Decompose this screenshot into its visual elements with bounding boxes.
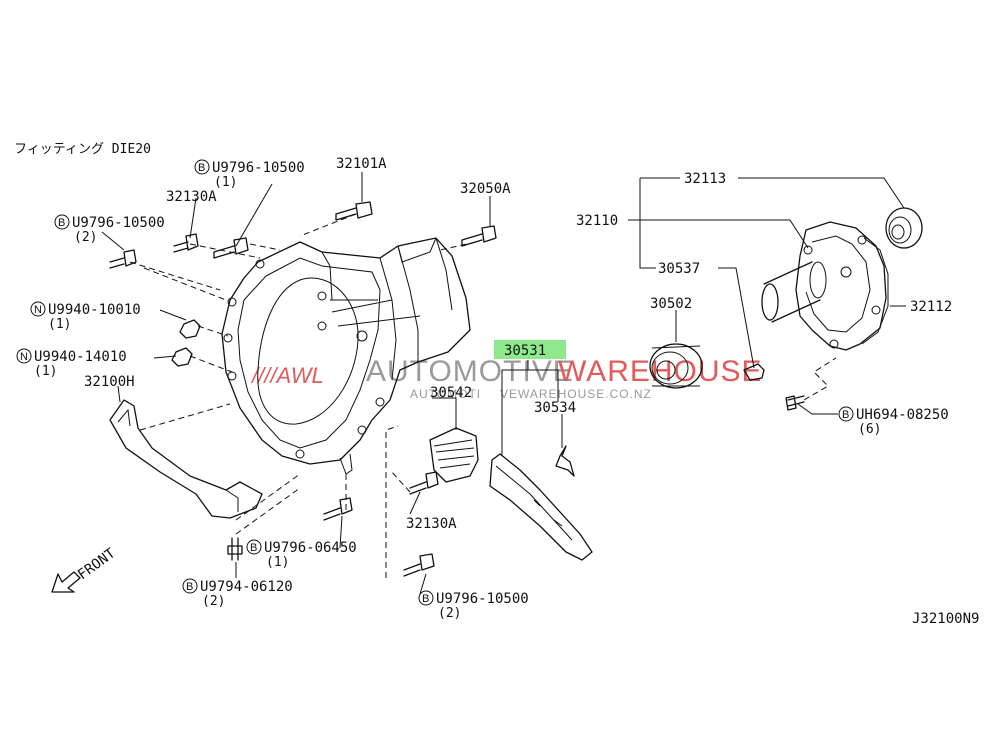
diagram-header: フィッティング DIE20 <box>14 142 151 157</box>
oil-seal-32113 <box>885 207 923 249</box>
label-30531[interactable]: 30531 <box>504 343 546 359</box>
fastener-prefix: B <box>842 409 849 421</box>
bracket-32100H <box>109 399 263 519</box>
bolt-32101A <box>335 201 373 221</box>
fastener-prefix: N <box>34 304 42 316</box>
fastener-qty: (2) <box>202 594 225 609</box>
release-lever-30531 <box>489 453 593 561</box>
watermark-url-b: VEWAREHOUSE.CO.NZ <box>500 387 652 401</box>
label-32110: 32110 <box>576 213 618 229</box>
fastener-code: U9796-06450 <box>264 540 357 556</box>
label-32130A-bottom: 32130A <box>406 516 457 532</box>
fastener-code: U9796-10500 <box>212 160 305 176</box>
fastener-u9940-14010: N U9940-14010 (1) <box>16 348 127 379</box>
fastener-qty: (6) <box>858 422 881 437</box>
clutch-housing <box>221 237 471 475</box>
label-32100H: 32100H <box>84 374 135 390</box>
watermark-brand-a: AUTOMOTIVE <box>366 355 574 388</box>
stud-lower-left <box>227 537 243 561</box>
fastener-uh694-08250: B UH694-08250 (6) <box>838 406 949 437</box>
clip-30534 <box>555 445 575 477</box>
fastener-prefix: B <box>250 542 257 554</box>
bolt-u9796-10500-bottom <box>403 553 435 577</box>
fastener-u9796-10500-c: B U9796-10500 (2) <box>418 590 529 621</box>
fastener-qty: (2) <box>438 606 461 621</box>
part-labels: 32101A 32130A 32050A 32100H 30542 30531 … <box>84 156 952 532</box>
fastener-prefix: B <box>198 162 205 174</box>
front-cover-32110 <box>761 221 887 351</box>
fastener-prefix: B <box>422 593 429 605</box>
fastener-u9794-06120: B U9794-06120 (2) <box>182 578 293 609</box>
label-32050A: 32050A <box>460 181 511 197</box>
label-30542: 30542 <box>430 385 472 401</box>
release-bearing-30502 <box>649 343 703 389</box>
bolt-32130A-top <box>173 233 199 253</box>
fastener-qty: (1) <box>34 364 57 379</box>
bolt-left-2 <box>109 249 137 269</box>
diagram-id: J32100N9 <box>912 611 979 627</box>
fastener-u9796-06450: B U9796-06450 (1) <box>246 539 357 570</box>
fastener-code: U9940-14010 <box>34 349 127 365</box>
gasket-32112 <box>861 237 889 345</box>
alignment-lines <box>129 213 477 578</box>
watermark: ////AWL AUTOMOTIVE WAREHOUSE AUTOMOTI VE… <box>250 355 762 401</box>
bolts-uh694-08250 <box>785 357 837 411</box>
fastener-qty: (1) <box>214 175 237 190</box>
bolt-30537 <box>743 363 765 381</box>
fastener-u9940-10010: N U9940-10010 (1) <box>30 301 141 332</box>
fastener-prefix: B <box>58 217 65 229</box>
watermark-url-a: AUTOMOTI <box>410 387 481 401</box>
fastener-code: U9796-10500 <box>72 215 165 231</box>
bolt-u9796-06450 <box>323 497 353 521</box>
label-32101A: 32101A <box>336 156 387 172</box>
label-30537: 30537 <box>658 261 700 277</box>
fastener-code: U9940-10010 <box>48 302 141 318</box>
front-direction-arrow: FRONT <box>51 545 119 593</box>
bolt-32050A <box>461 225 497 247</box>
label-32112: 32112 <box>910 299 952 315</box>
label-30531-highlight <box>494 340 566 359</box>
fastener-code: UH694-08250 <box>856 407 949 423</box>
leader-lines <box>101 172 906 595</box>
fastener-code: U9794-06120 <box>200 579 293 595</box>
label-30534: 30534 <box>534 400 576 416</box>
nut-u9940-10010 <box>179 319 201 339</box>
fastener-qty: (1) <box>266 555 289 570</box>
fastener-code: U9796-10500 <box>436 591 529 607</box>
label-30502: 30502 <box>650 296 692 312</box>
fastener-qty: (1) <box>48 317 71 332</box>
label-32130A-top: 32130A <box>166 189 217 205</box>
watermark-brand-prefix: ////AWL <box>250 363 324 388</box>
fastener-prefix: N <box>20 351 28 363</box>
fastener-u9796-10500-b: B U9796-10500 (2) <box>54 214 165 245</box>
boot-30542 <box>429 427 479 483</box>
label-32113: 32113 <box>684 171 726 187</box>
bolt-32130A-bottom <box>409 471 439 495</box>
nut-u9940-14010 <box>171 347 193 367</box>
front-label: FRONT <box>75 545 119 583</box>
fastener-qty: (2) <box>74 230 97 245</box>
fastener-prefix: B <box>186 581 193 593</box>
fastener-u9796-10500-a: B U9796-10500 (1) <box>194 159 305 190</box>
bolt-left-top <box>213 237 249 259</box>
